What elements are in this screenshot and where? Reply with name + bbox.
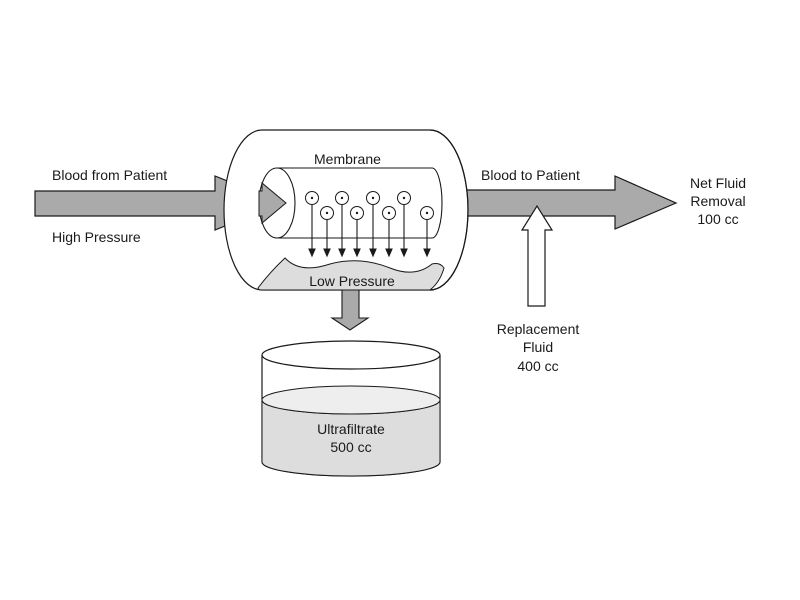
replacement-fluid-label-line3: 400 cc: [517, 358, 558, 374]
filtration-arrows: [308, 205, 431, 258]
membrane-label: Membrane: [314, 151, 381, 167]
ultrafiltrate-label-line1: Ultrafiltrate: [317, 421, 385, 437]
outflow-arrow: [439, 175, 678, 230]
net-fluid-removal-label-line3: 100 cc: [697, 211, 738, 227]
ultrafiltrate-label-line2: 500 cc: [330, 439, 371, 455]
net-fluid-removal-label-line1: Net Fluid: [690, 175, 746, 191]
low-pressure-label: Low Pressure: [309, 273, 395, 289]
inflow-arrow-inner: [258, 181, 287, 225]
ultrafiltrate-container: [261, 340, 441, 477]
replacement-fluid-label-line1: Replacement: [497, 321, 580, 337]
drain-arrow: [330, 289, 370, 331]
replacement-fluid-arrow: [520, 204, 554, 307]
cylinder-back-edge: [429, 129, 469, 291]
container-rim: [261, 340, 441, 370]
filter-cylinder: [223, 129, 469, 291]
blood-from-patient-label: Blood from Patient: [52, 167, 167, 183]
fluid-surface: [261, 385, 441, 415]
replacement-fluid-label-line2: Fluid: [523, 339, 553, 355]
net-fluid-removal-label-line2: Removal: [690, 193, 745, 209]
membrane-tube: [277, 167, 443, 239]
blood-to-patient-label: Blood to Patient: [481, 167, 580, 183]
high-pressure-label: High Pressure: [52, 229, 141, 245]
